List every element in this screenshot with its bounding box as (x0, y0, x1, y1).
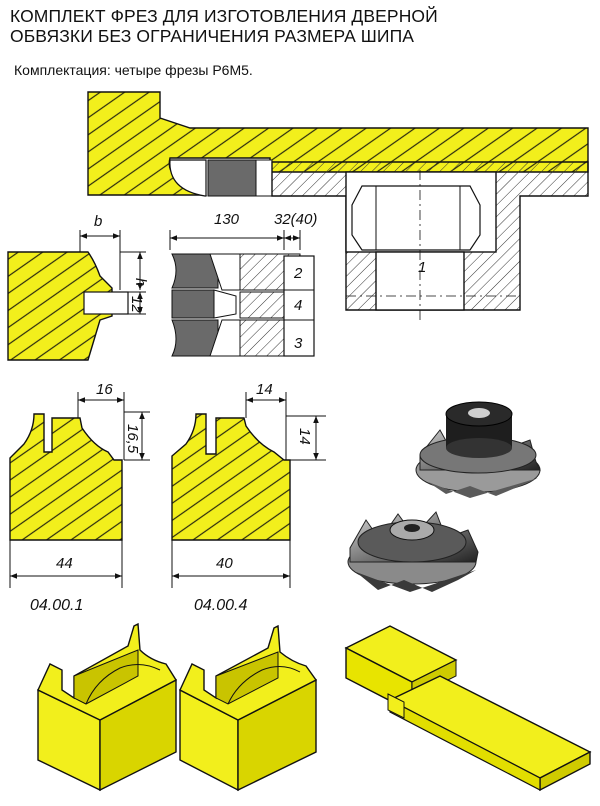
profile-1-height: 16,5 (124, 424, 141, 454)
label-part-3: 3 (294, 335, 303, 352)
profile-04-00-4: 14 14 40 04.00.4 (171, 381, 326, 614)
cutter-2-gray (171, 253, 219, 289)
profile-4-wood (171, 413, 291, 541)
subtitle: Комплектация: четыре фрезы Р6М5. (14, 62, 253, 78)
profile-1-bottom-width: 44 (56, 555, 73, 572)
panel-section: b h 12 (7, 213, 149, 361)
top-rail-section: 1 (87, 91, 589, 320)
panel-wood (7, 251, 113, 361)
cutter-3-gray (171, 319, 219, 357)
nut-outline (351, 185, 481, 251)
router-bit-photo-1 (415, 401, 541, 498)
profile-4-code: 04.00.4 (194, 597, 247, 614)
label-part-2: 2 (293, 265, 303, 282)
dim-h: h (132, 278, 149, 286)
cutter-stack: 130 32(40) 2 4 3 (169, 211, 317, 357)
label-part-1: 1 (418, 259, 426, 276)
profile-1-code: 04.00.1 (30, 597, 83, 614)
top-rail-profile (169, 159, 207, 197)
title-line-2: ОБВЯЗКИ БЕЗ ОГРАНИЧЕНИЯ РАЗМЕРА ШИПА (10, 26, 415, 46)
cutter-top-white (255, 159, 273, 197)
iso-joint (344, 625, 592, 792)
cutter-4-gray (171, 289, 215, 319)
cutter-2-white (209, 253, 241, 291)
cutter-4-white (213, 289, 237, 319)
iso-block-2 (179, 624, 318, 792)
profile-1-wood (9, 413, 123, 541)
dim-130: 130 (214, 211, 240, 228)
profile-4-bottom-width: 40 (216, 555, 233, 572)
dim-32-40: 32(40) (274, 211, 317, 228)
cutter-3-white (209, 319, 241, 357)
dim-b: b (94, 213, 102, 230)
profile-04-00-1: 16 16,5 44 04.00.1 (9, 381, 150, 614)
dim-12: 12 (128, 296, 145, 313)
router-bit-photo-2 (347, 511, 479, 592)
label-part-4: 4 (294, 297, 302, 314)
profile-4-top-width: 14 (256, 381, 273, 398)
iso-block-1 (37, 622, 177, 792)
profile-4-height: 14 (296, 428, 313, 445)
panel-groove (83, 291, 129, 315)
page-title: КОМПЛЕКТ ФРЕЗ ДЛЯ ИЗГОТОВЛЕНИЯ ДВЕРНОЙ О… (10, 6, 590, 46)
cutter-top-gray (207, 159, 257, 197)
title-line-1: КОМПЛЕКТ ФРЕЗ ДЛЯ ИЗГОТОВЛЕНИЯ ДВЕРНОЙ (10, 6, 438, 26)
profile-1-top-width: 16 (96, 381, 113, 398)
